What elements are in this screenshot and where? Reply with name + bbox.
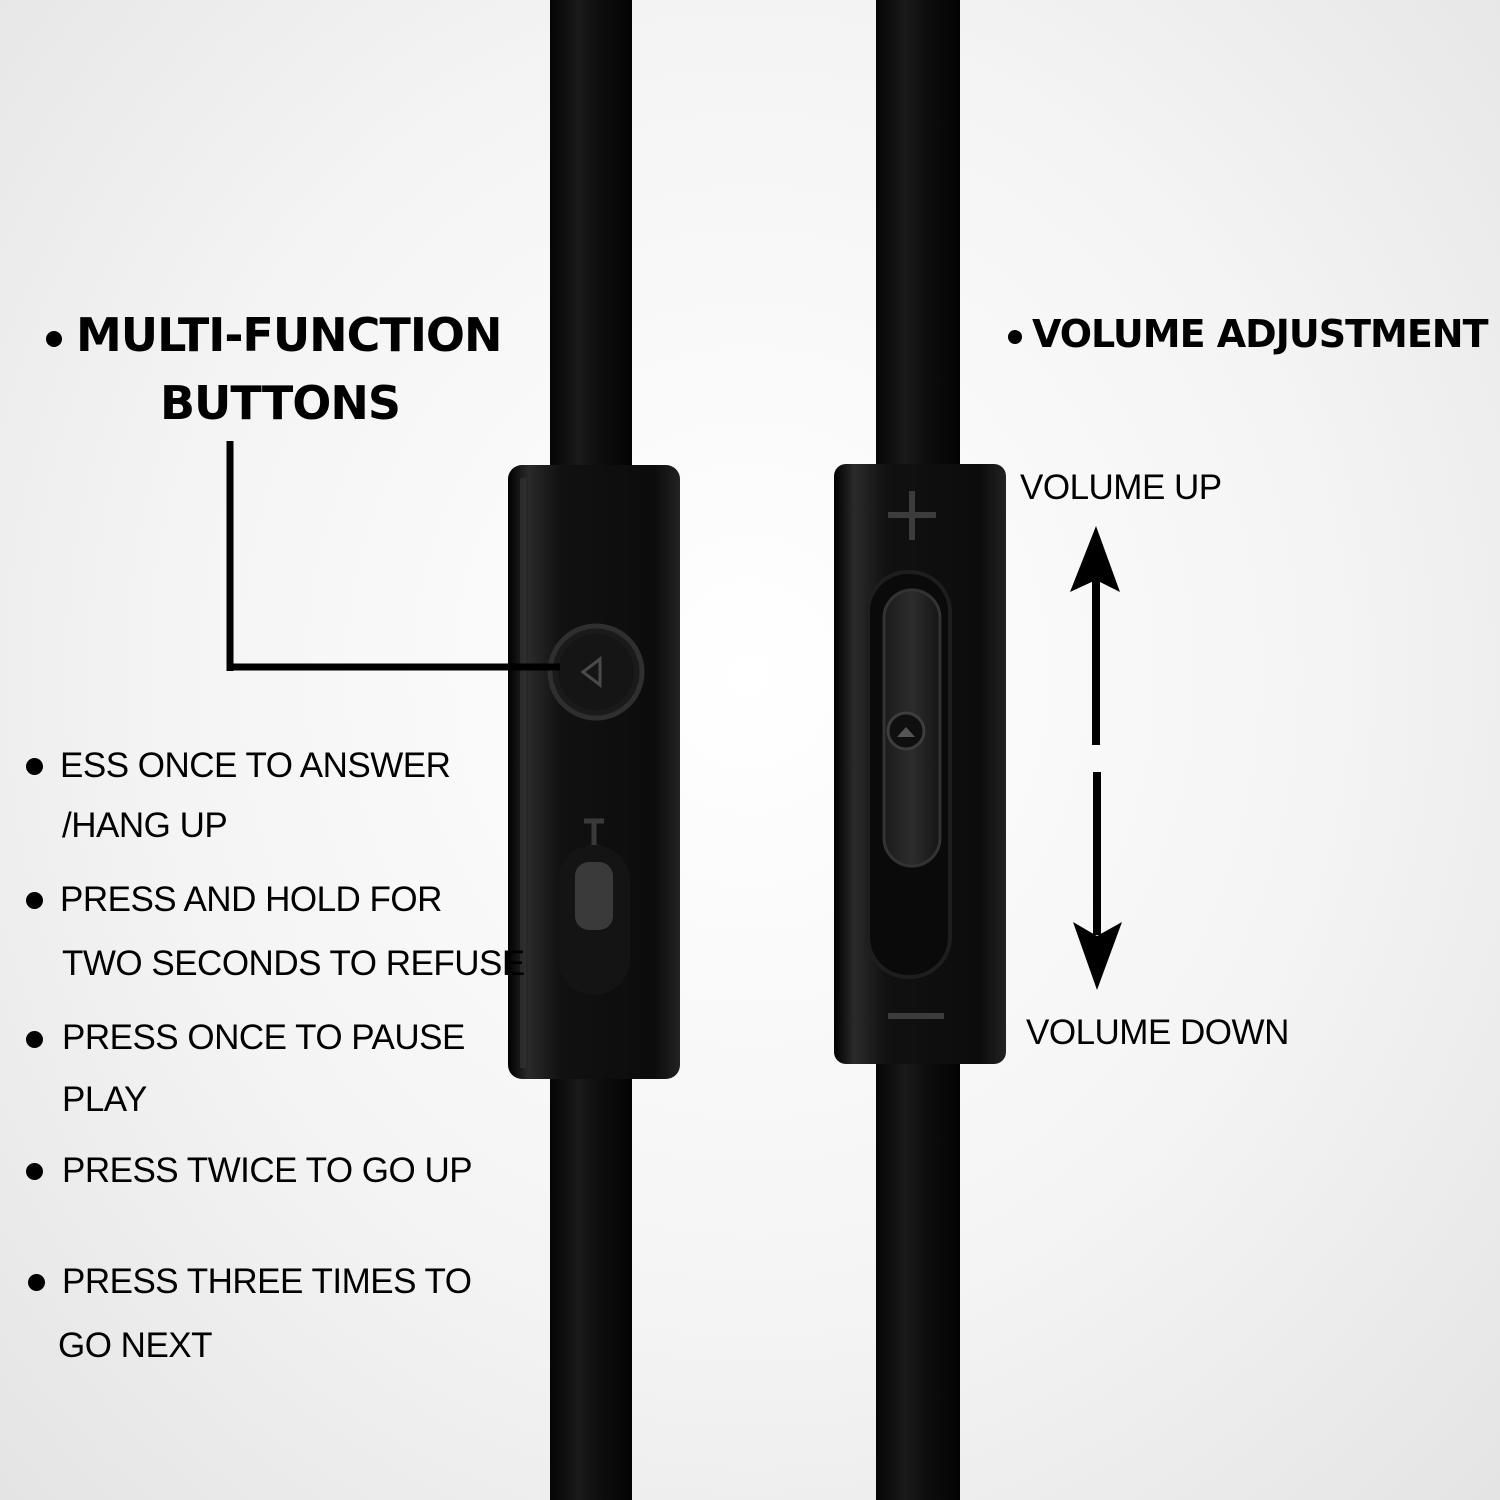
instruction-item-1-line1: ESS ONCE TO ANSWER [60, 746, 451, 785]
volume-up-arrow-icon [1070, 526, 1120, 745]
instruction-item-5-line1: PRESS THREE TIMES TO [62, 1262, 472, 1301]
microphone-switch [558, 818, 630, 995]
bullet-icon [26, 758, 43, 775]
bullet-icon [28, 1274, 45, 1291]
instruction-item-5-line2: GO NEXT [58, 1326, 213, 1365]
pointer-line [226, 441, 560, 671]
volume-remote [834, 464, 1006, 1064]
volume-up-label: VOLUME UP [1020, 468, 1222, 507]
instruction-item-1-line2: /HANG UP [62, 806, 228, 845]
bullet-icon [26, 1163, 43, 1180]
volume-heading-text: VOLUME ADJUSTMENT [1032, 312, 1488, 356]
bullet-icon [26, 1031, 43, 1048]
volume-down-label: VOLUME DOWN [1026, 1013, 1289, 1052]
instruction-item-3-line1: PRESS ONCE TO PAUSE [62, 1018, 465, 1057]
bullet-icon [46, 330, 62, 347]
multi-function-heading-line1: MULTI-FUNCTION [76, 308, 503, 362]
bullet-icon [26, 892, 43, 909]
play-button [547, 623, 645, 721]
instruction-item-2-line2: TWO SECONDS TO REFUSE [62, 944, 525, 983]
multi-function-heading: MULTI-FUNCTION [46, 308, 503, 362]
volume-heading: VOLUME ADJUSTMENT [1008, 312, 1488, 356]
instruction-item-4-line1: PRESS TWICE TO GO UP [62, 1151, 473, 1190]
bullet-icon [1008, 329, 1022, 344]
volume-down-arrow-icon [1073, 772, 1122, 990]
multi-function-remote [508, 465, 680, 1079]
multi-function-heading-line2: BUTTONS [160, 376, 401, 430]
instruction-item-3-line2: PLAY [62, 1080, 147, 1119]
instruction-item-2-line1: PRESS AND HOLD FOR [60, 880, 442, 919]
